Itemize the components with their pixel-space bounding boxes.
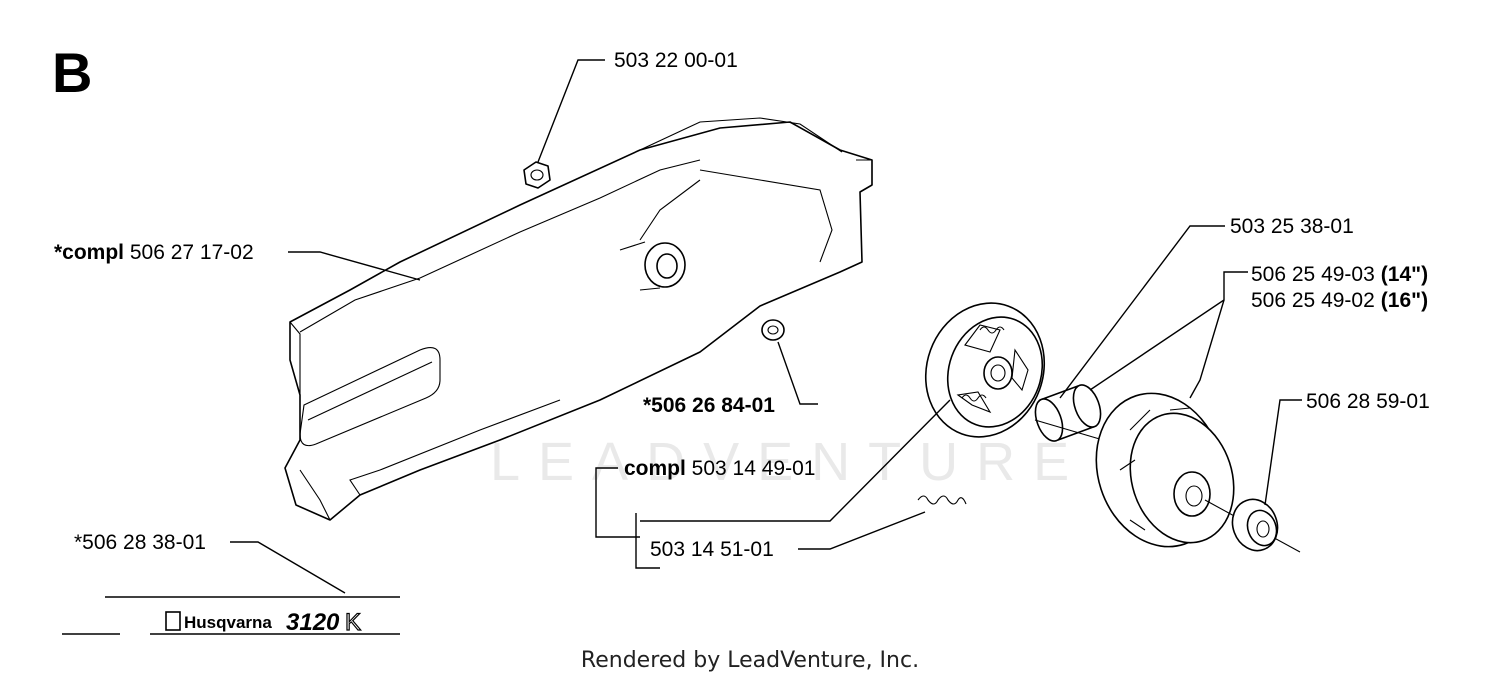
label-drum-16-number: 506 25 49-02 xyxy=(1251,289,1375,312)
needle-bearing xyxy=(1034,384,1102,442)
decal-logo: Husqvarna 3120 K xyxy=(165,608,362,637)
label-drum-14: 506 25 49-03 (14") xyxy=(1251,263,1428,286)
clutch-spring xyxy=(917,495,967,505)
watermark: LEADVENTURE xyxy=(490,432,1087,492)
end-nut xyxy=(1231,498,1279,552)
clutch-assembly xyxy=(924,302,1046,438)
label-end-nut: 506 28 59-01 xyxy=(1306,390,1430,413)
decal-brand: Husqvarna xyxy=(184,613,272,632)
label-clutch-prefix: compl xyxy=(624,457,686,480)
section-letter: B xyxy=(52,41,93,104)
label-clutch-cover-number: 506 27 17-02 xyxy=(124,241,254,264)
leader-lines xyxy=(230,59,1302,594)
clutch-drum xyxy=(1095,392,1301,553)
label-clutch-cover: *compl 506 27 17-02 xyxy=(54,241,254,264)
label-clutch-cover-prefix: *compl xyxy=(54,241,124,264)
decal-model-suffix: K xyxy=(345,609,361,636)
label-clutch-number: 503 14 49-01 xyxy=(686,457,816,480)
footer-credit: Rendered by LeadVenture, Inc. xyxy=(580,648,920,673)
label-decal: *506 28 38-01 xyxy=(74,531,206,554)
cover-nut xyxy=(523,161,551,189)
label-drum-16-size: (16") xyxy=(1381,289,1428,312)
label-washer: *506 26 84-01 xyxy=(643,394,775,417)
label-drum-16: 506 25 49-02 (16") xyxy=(1251,289,1428,312)
decal-model: 3120 xyxy=(286,609,340,636)
clutch-cover xyxy=(284,117,873,521)
label-drum-14-size: (14") xyxy=(1381,263,1428,286)
label-bearing: 503 25 38-01 xyxy=(1230,215,1354,238)
washer xyxy=(761,319,785,341)
label-nut-top: 503 22 00-01 xyxy=(614,49,738,72)
decal-strips xyxy=(62,596,400,635)
label-drum-14-number: 506 25 49-03 xyxy=(1251,263,1375,286)
husqvarna-crown-icon xyxy=(165,611,181,631)
label-spring: 503 14 51-01 xyxy=(650,538,774,561)
label-clutch: compl 503 14 49-01 xyxy=(624,457,815,480)
